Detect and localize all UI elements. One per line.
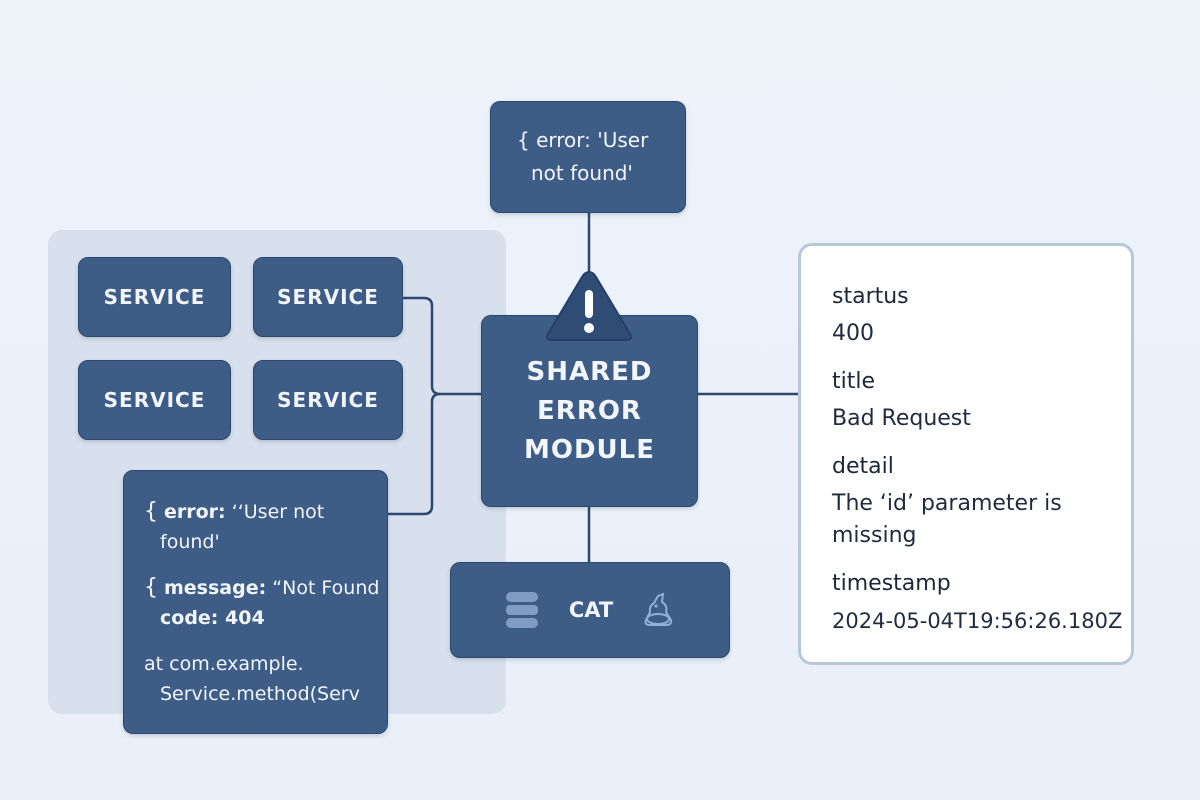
message-value: “Not Found: [266, 577, 380, 599]
field-timestamp: timestamp 2024-05-04T19:56:26.180Z: [832, 569, 1131, 637]
error-value: ‘‘User not: [225, 501, 325, 523]
cat-box[interactable]: CAT: [450, 562, 730, 658]
database-icon: [505, 592, 538, 628]
field-value: 2024-05-04T19:56:26.180Z: [832, 609, 1123, 633]
module-label-line-3: MODULE: [524, 434, 655, 465]
error-key: error:: [164, 501, 226, 523]
field-detail: detail The ‘id’ parameter is missing: [832, 452, 1131, 552]
field-value: Bad Request: [832, 406, 971, 431]
stack-trace-box: { error: ‘‘User not found' { message: “Not…: [123, 470, 388, 734]
service-box[interactable]: SERVICE: [253, 360, 403, 440]
code-line: code: 404: [160, 607, 265, 629]
brace-glyph: {: [144, 499, 158, 524]
cat-label: CAT: [568, 598, 614, 622]
message-key: message:: [164, 577, 267, 599]
trace-line-2: Service.method(Serv: [160, 683, 360, 705]
field-value: The ‘id’ parameter is missing: [832, 491, 1062, 548]
cat-mascot-icon: [644, 592, 673, 626]
warning-icon: [546, 270, 632, 341]
brace-glyph: {: [144, 575, 158, 600]
error-json-line-2: not found': [531, 161, 633, 185]
field-title: title Bad Request: [832, 367, 1131, 435]
stack-error-line: { error: ‘‘User not: [144, 497, 387, 527]
connector-services: [403, 296, 481, 396]
trace-line-1: at com.example.: [144, 653, 304, 675]
module-label-line-1: SHARED: [526, 356, 653, 387]
connector-stack: [388, 392, 441, 516]
field-value: 400: [832, 321, 874, 346]
field-name: startus: [832, 284, 909, 309]
error-json-line-1: { error: 'User: [517, 128, 649, 152]
error-value-cont: found': [160, 531, 220, 553]
service-box[interactable]: SERVICE: [253, 257, 403, 337]
field-status: startus 400: [832, 282, 1131, 350]
service-box[interactable]: SERVICE: [78, 257, 231, 337]
problem-details-card: startus 400 title Bad Request detail The…: [798, 243, 1134, 665]
field-name: detail: [832, 454, 894, 479]
error-json-box: { error: 'User not found': [490, 101, 686, 213]
stack-message-line: { message: “Not Found: [144, 573, 387, 603]
field-name: timestamp: [832, 571, 951, 596]
module-label-line-2: ERROR: [537, 395, 642, 426]
field-name: title: [832, 369, 876, 394]
service-box[interactable]: SERVICE: [78, 360, 231, 440]
